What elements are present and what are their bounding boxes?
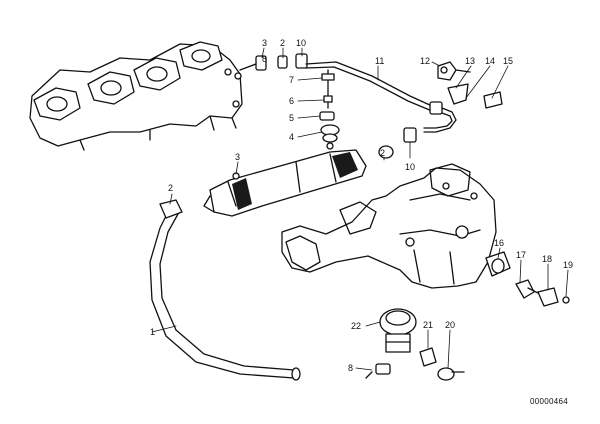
callout-18: 18 [542,254,552,264]
callout-15: 15 [503,56,513,66]
callout-11: 11 [375,56,384,66]
callout-6: 6 [289,96,294,106]
callout-13: 13 [465,56,475,66]
callout-21: 21 [423,320,433,330]
callout-19: 19 [563,260,573,270]
callout-22: 22 [351,321,361,331]
leader-lines [151,47,569,371]
pressure-regulator [365,308,465,381]
valve-stack [319,69,340,143]
intake-manifold [281,163,511,289]
callout-2a: 2 [168,183,173,193]
silencer-canister [203,142,367,217]
vacuum-pipe [305,61,457,133]
callout-12: 12 [420,56,430,66]
callout-14: 14 [485,56,495,66]
callout-2b: 2 [280,38,285,48]
callout-10b: 10 [405,162,415,172]
callout-16: 16 [494,238,504,248]
callout-20: 20 [445,320,455,330]
sensor-cluster [437,61,503,109]
callout-10a: 10 [296,38,306,48]
callout-1: 1 [150,327,155,337]
callout-3a: 3 [262,38,267,48]
callout-5: 5 [289,113,294,123]
callout-2c: 2 [380,148,385,158]
callout-8b: 8 [262,54,267,64]
callout-8a: 8 [348,363,353,373]
diagram-reference-number: 00000464 [530,397,568,406]
sensor-bracket [515,279,570,307]
callout-3b: 3 [235,152,240,162]
callout-labels: 1 2 2 2 3 3 4 5 6 7 8 8 10 10 11 12 13 1… [150,38,573,373]
callout-7: 7 [289,75,294,85]
exhaust-manifold [29,41,243,151]
hose [149,199,301,381]
callout-4: 4 [289,132,294,142]
middle-fittings [378,127,417,159]
top-fittings [239,53,308,71]
callout-17: 17 [516,250,526,260]
